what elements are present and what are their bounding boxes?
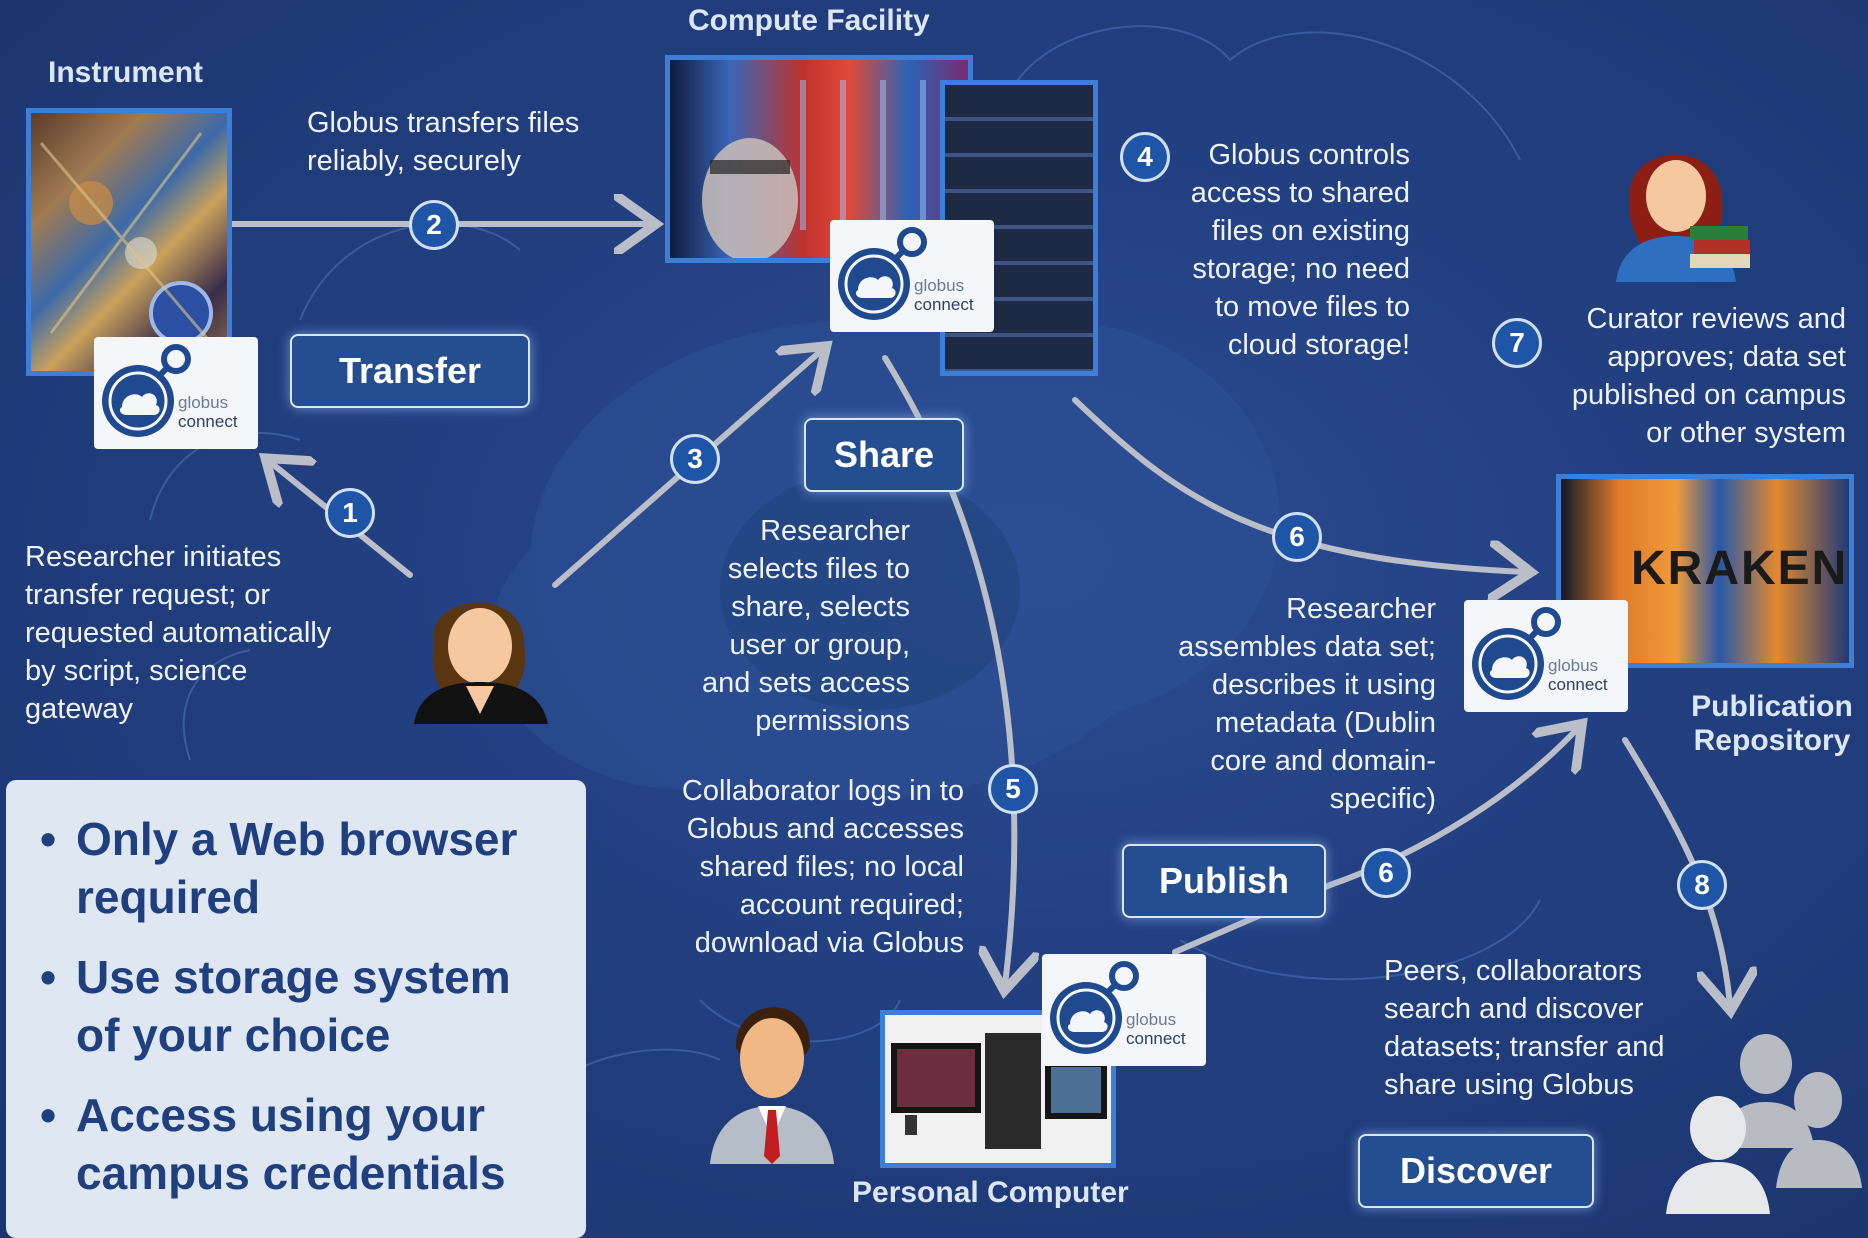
bullet-dot: •: [40, 813, 57, 865]
step-7-badge: 7: [1492, 318, 1542, 368]
share-action: Share: [804, 418, 964, 492]
user-group-icon: [1666, 1034, 1862, 1214]
globus-connect-wordmark: globus connect: [1126, 1010, 1186, 1048]
step-5-badge: 5: [988, 764, 1038, 814]
globus-logo-icon: [1050, 961, 1139, 1054]
publication-label-line2: Repository: [1693, 724, 1851, 757]
instrument-label: Instrument: [48, 56, 204, 89]
step-1-badge: 1: [325, 488, 375, 538]
globus-connect-wordmark: globus connect: [178, 393, 238, 431]
transfer-action: Transfer: [290, 334, 530, 408]
compute-facility-label: Compute Facility: [688, 4, 930, 37]
publish-action: Publish: [1122, 844, 1326, 918]
globus-connect-personal: globus connect: [1042, 954, 1206, 1066]
discover-action: Discover: [1358, 1134, 1594, 1208]
publication-repository-label: Publication Repository: [1682, 690, 1862, 758]
globus-connect-instrument: globus connect: [94, 337, 258, 449]
globus-connect-wordmark: globus connect: [1548, 656, 1608, 694]
male-user-icon: [710, 1007, 834, 1164]
instrument-photo: [26, 108, 232, 376]
step-6-badge-bottom: 6: [1361, 848, 1411, 898]
curator-with-books-icon: [1616, 154, 1750, 282]
bullet-dot: •: [40, 951, 57, 1003]
globus-logo-icon: [838, 227, 927, 320]
arrow-step6-bottom: [1172, 728, 1578, 955]
globus-logo-icon: [102, 344, 191, 437]
bullet-dot: •: [40, 1089, 57, 1141]
arrow-step6-top: [1072, 397, 1525, 572]
globus-connect-compute: globus connect: [830, 220, 994, 332]
personal-computer-label: Personal Computer: [852, 1176, 1129, 1209]
publication-label-line1: Publication: [1691, 690, 1853, 723]
step-6-badge-top: 6: [1272, 512, 1322, 562]
kraken-text: KRAKEN: [1631, 542, 1849, 595]
globus-connect-repository: globus connect: [1464, 600, 1628, 712]
step-3-badge: 3: [670, 434, 720, 484]
female-user-icon: [414, 602, 548, 724]
globus-logo-icon: [1472, 607, 1561, 700]
supercomputer-detail: [702, 80, 926, 258]
workstation-detail: [891, 1033, 1107, 1149]
step-4-badge: 4: [1120, 132, 1170, 182]
step-8-badge: 8: [1677, 860, 1727, 910]
step-2-badge: 2: [409, 200, 459, 250]
instrument-detail: [39, 132, 213, 345]
globus-connect-wordmark: globus connect: [914, 276, 974, 314]
